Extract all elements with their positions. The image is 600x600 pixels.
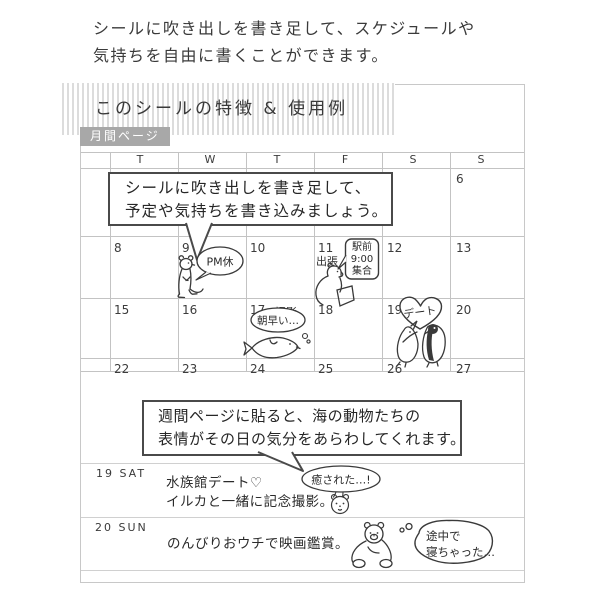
calendar-date: 8 xyxy=(114,241,122,255)
weekday-header: F xyxy=(341,153,349,166)
calendar-row-line xyxy=(81,358,524,359)
sat-entry-line-2: イルカと一緒に記念撮影。 xyxy=(166,494,334,510)
weekday-header: T xyxy=(136,153,144,166)
calendar-date: 15 xyxy=(114,303,130,317)
weekly-day-sun: 20 SUN xyxy=(95,521,148,534)
calendar-date: 12 xyxy=(387,241,403,255)
weekday-header: T xyxy=(273,153,281,166)
calendar-column-line xyxy=(246,152,247,371)
calendar-top-line xyxy=(81,152,524,153)
calendar-date: 20 xyxy=(456,303,472,317)
weekday-header: S xyxy=(477,153,485,166)
trip-annotation: 出張 xyxy=(316,255,338,268)
weekly-callout-line-2: 表情がその日の気分をあらわしてくれます。 xyxy=(158,430,466,448)
calendar-column-line xyxy=(450,152,451,371)
sun-entry-line-1: のんびりおウチで映画鑑賞。 xyxy=(167,536,349,552)
calendar-date: 9 xyxy=(182,241,190,255)
calendar-date: 22 xyxy=(114,362,130,373)
weekly-day-sat: 19 SAT xyxy=(96,467,147,480)
calendar-date: 16 xyxy=(182,303,198,317)
intro-line-2: 気持ちを自由に書くことができます。 xyxy=(93,46,389,65)
calendar-date: 11 xyxy=(318,241,334,255)
weekly-row-line xyxy=(81,517,524,518)
calendar-date: 13 xyxy=(456,241,472,255)
calendar-date: 24 xyxy=(250,362,266,373)
calendar-date: 27 xyxy=(456,362,472,373)
striped-ribbon: このシールの特徴 & 使用例 xyxy=(62,83,395,135)
calendar-date: 6 xyxy=(456,172,464,186)
calendar-header-line xyxy=(81,168,524,169)
monthly-callout-line-2: 予定や気持ちを書き込みましょう。 xyxy=(125,202,389,220)
calendar-column-line xyxy=(178,152,179,371)
calendar-date: 19 xyxy=(387,303,403,317)
section-title: このシールの特徴 & 使用例 xyxy=(95,99,349,119)
calendar-date: 25 xyxy=(318,362,334,373)
intro-text: シールに吹き出しを書き足して、スケジュールや 気持ちを自由に書くことができます。 xyxy=(93,15,476,69)
weekly-row-line xyxy=(81,570,524,571)
shoot-annotation: 撮影 xyxy=(275,306,297,319)
calendar-column-line xyxy=(314,152,315,371)
calendar-bottom-line xyxy=(81,371,524,372)
weekly-callout-line-1: 週間ページに貼ると、海の動物たちの xyxy=(158,407,421,425)
calendar-row-line xyxy=(81,236,524,237)
weekday-header: S xyxy=(409,153,417,166)
weekly-callout-box: 週間ページに貼ると、海の動物たちの 表情がその日の気分をあらわしてくれます。 xyxy=(142,400,466,456)
monthly-callout-line-1: シールに吹き出しを書き足して、 xyxy=(125,179,372,197)
sat-entry-line-1: 水族館デート♡ xyxy=(166,475,263,491)
monthly-callout-box: シールに吹き出しを書き足して、 予定や気持ちを書き込みましょう。 xyxy=(108,172,393,226)
calendar-date: 10 xyxy=(250,241,266,255)
intro-line-1: シールに吹き出しを書き足して、スケジュールや xyxy=(93,19,476,38)
calendar-date: 23 xyxy=(182,362,198,373)
calendar-date: 26 xyxy=(387,362,403,373)
calendar-row-line xyxy=(81,298,524,299)
calendar-column-line xyxy=(110,152,111,371)
weekly-row-line xyxy=(81,463,524,464)
calendar-date: 17 xyxy=(250,303,266,317)
weekday-header: W xyxy=(204,153,216,166)
calendar-date: 18 xyxy=(318,303,334,317)
calendar-column-line xyxy=(382,152,383,371)
monthly-page-label: 月間ページ xyxy=(80,127,170,146)
